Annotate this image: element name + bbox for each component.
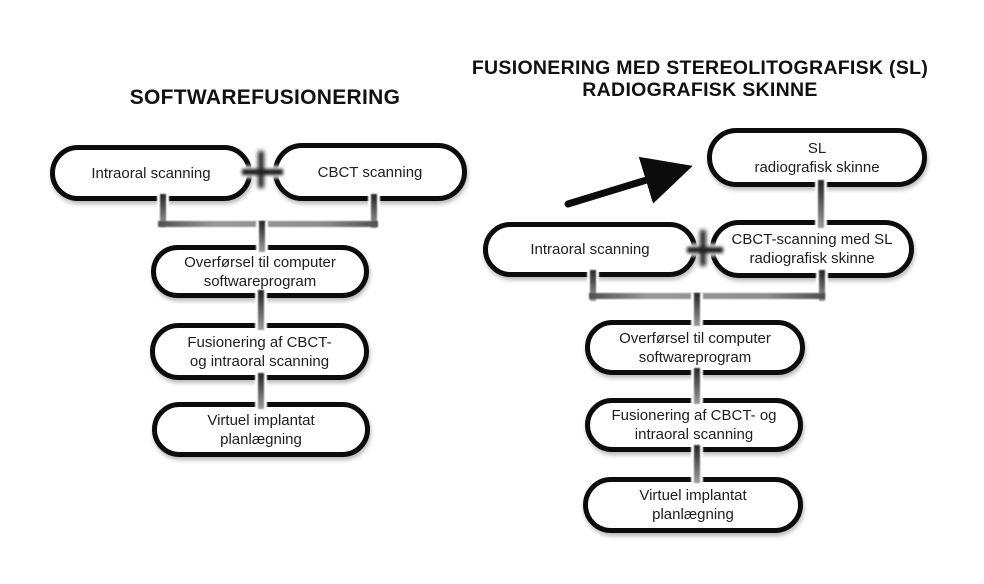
node-intraoral-scanning-right: Intraoral scanning [483, 222, 697, 277]
connector-link-tick-right [700, 230, 706, 266]
node-sl-radiographic-splint: SL radiografisk skinne [707, 128, 927, 187]
node-transfer-software-right: Overførsel til computer softwareprogram [585, 320, 805, 375]
node-intraoral-scanning-left: Intraoral scanning [50, 145, 252, 201]
arrow-up-right-icon [564, 156, 693, 208]
connector-transfer-fusion-right [691, 368, 703, 404]
node-cbct-scanning-sl: CBCT-scanning med SL radiografisk skinne [710, 220, 914, 278]
node-fusion-left: Fusionering af CBCT- og intraoral scanni… [150, 323, 369, 380]
connector-link-tick-left [258, 151, 264, 188]
connector-merge-bar-right [589, 293, 825, 299]
node-fusion-right: Fusionering af CBCT- og intraoral scanni… [585, 398, 803, 452]
connector-stub-intraoral-left [157, 194, 169, 227]
node-virtual-planning-left: Virtuel implantat planlægning [152, 402, 370, 457]
connector-transfer-fusion-left [255, 290, 267, 330]
connector-stub-cbct-left [368, 194, 380, 228]
node-virtual-planning-right: Virtuel implantat planlægning [583, 477, 803, 533]
connector-fusion-virtual-left [255, 373, 267, 409]
node-cbct-scanning: CBCT scanning [273, 143, 467, 201]
right-flow-title: FUSIONERING MED STEREOLITOGRAFISK (SL) R… [471, 57, 929, 101]
connector-drop-transfer-left [256, 221, 268, 252]
connector-merge-bar-left [158, 221, 378, 227]
left-flow-title: SOFTWAREFUSIONERING [129, 86, 401, 109]
connector-fusion-virtual-right [691, 445, 703, 483]
connector-sl-cbct-right [815, 180, 827, 228]
connector-drop-transfer-right [691, 293, 703, 326]
